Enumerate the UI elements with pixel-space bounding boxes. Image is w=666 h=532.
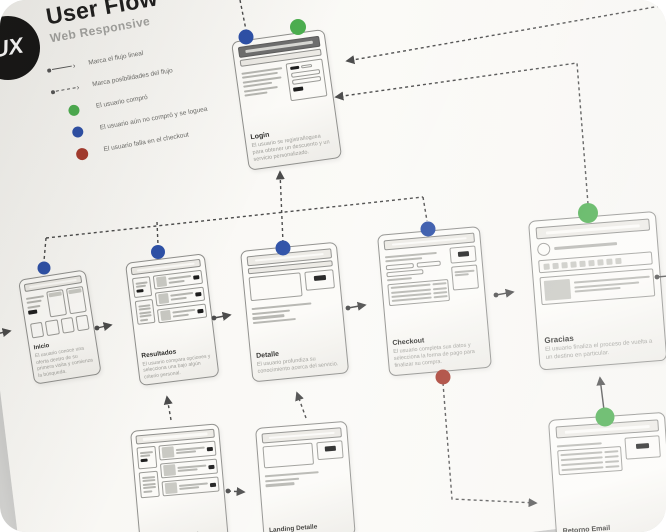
result-item (158, 440, 217, 461)
button-placeholder (136, 288, 144, 293)
card-caption: Login El usuario se registra/loguea para… (250, 120, 336, 164)
legend-label: El usuario compró (95, 93, 149, 110)
text-lines (25, 292, 47, 320)
solid-arrow-icon: › (46, 60, 83, 73)
summary-panel (539, 268, 656, 306)
button-placeholder (208, 464, 215, 469)
text-lines (264, 466, 346, 489)
wireframe-content (241, 58, 328, 108)
filters-column (136, 445, 160, 499)
promo-box (46, 289, 68, 318)
button-placeholder (27, 309, 38, 315)
dashed-arrow-icon: › (50, 82, 86, 95)
email-action-box (624, 435, 661, 460)
input-placeholder (416, 260, 442, 268)
summary-table (387, 278, 451, 307)
results-column (152, 269, 208, 324)
detail-action-box (304, 269, 335, 291)
card-caption: Landing Detalle (269, 519, 350, 532)
checkout-sidebar (449, 245, 480, 300)
wireframe-content (248, 269, 336, 302)
legend-label: El usuario falla en el checkout (103, 131, 190, 154)
card-detalle: Detalle El usuario profundiza su conocim… (240, 241, 350, 383)
button-placeholder (292, 86, 304, 92)
green-dot-icon (54, 102, 91, 119)
filters-column (131, 276, 156, 326)
button-placeholder (324, 445, 336, 452)
wireframe-content (131, 269, 208, 326)
text-lines (241, 64, 291, 108)
card-caption: Checkout El usuario completa sus datos y… (392, 330, 485, 370)
card-caption: Detalle El usuario profundiza su conocim… (256, 343, 343, 376)
card-checkout: Checkout El usuario completa sus datos y… (377, 226, 492, 377)
card-title: Landing Detalle (268, 523, 318, 532)
thumbnail (543, 278, 572, 301)
result-item (161, 476, 220, 497)
email-body (556, 438, 623, 476)
wireframe-content (384, 245, 480, 307)
wireframe-content (262, 440, 344, 469)
card-gracias: Gracias El usuario finaliza el proceso d… (528, 210, 666, 371)
button-placeholder (635, 443, 650, 449)
result-item (159, 458, 219, 479)
summary-table (557, 445, 623, 476)
wireframe-content (136, 440, 220, 499)
button-placeholder (209, 482, 217, 487)
button-placeholder (290, 65, 300, 70)
card-landing-detalle: Landing Detalle (255, 420, 356, 532)
results-column (158, 440, 220, 497)
avatar (536, 242, 551, 257)
card-caption: Landing Resultados (144, 527, 224, 532)
detail-image-box (262, 442, 315, 469)
button-placeholder (313, 274, 326, 282)
card-resultados: Resultados El usuario compara opciones y… (125, 253, 220, 387)
wireframe-content (556, 435, 662, 476)
card-login: Login El usuario se registra/loguea para… (231, 28, 343, 171)
button-placeholder (206, 446, 214, 451)
button-placeholder (193, 275, 200, 280)
red-dot-icon (61, 145, 99, 163)
card-caption: Inicio El usuario conoce una oferta dent… (33, 334, 96, 379)
promo-box (65, 285, 87, 315)
card-landing-resultados: Landing Resultados (130, 423, 230, 532)
button-placeholder (140, 458, 148, 463)
detail-image-box (248, 272, 303, 302)
card-title: Retorno Email (562, 524, 611, 532)
ux-logo-text: UX (0, 32, 26, 63)
button-placeholder (457, 251, 469, 258)
checkout-form (384, 248, 451, 307)
card-caption: Gracias El usuario finaliza el proceso d… (544, 326, 660, 363)
login-form-panel (285, 58, 328, 102)
input-placeholder (385, 262, 414, 270)
button-placeholder (197, 308, 204, 314)
card-caption: Retorno Email (562, 519, 666, 532)
result-item (156, 303, 208, 324)
card-caption: Resultados El usuario compara opciones y… (141, 342, 214, 381)
text-lines (251, 297, 338, 327)
blue-dot-icon (58, 124, 95, 141)
button-placeholder (195, 291, 202, 297)
detail-action-box (316, 440, 344, 461)
card-retorno-email: Retorno Email (548, 411, 666, 532)
input-placeholder (386, 268, 424, 277)
legend-label: Marca posibilidades del flujo (91, 67, 174, 89)
